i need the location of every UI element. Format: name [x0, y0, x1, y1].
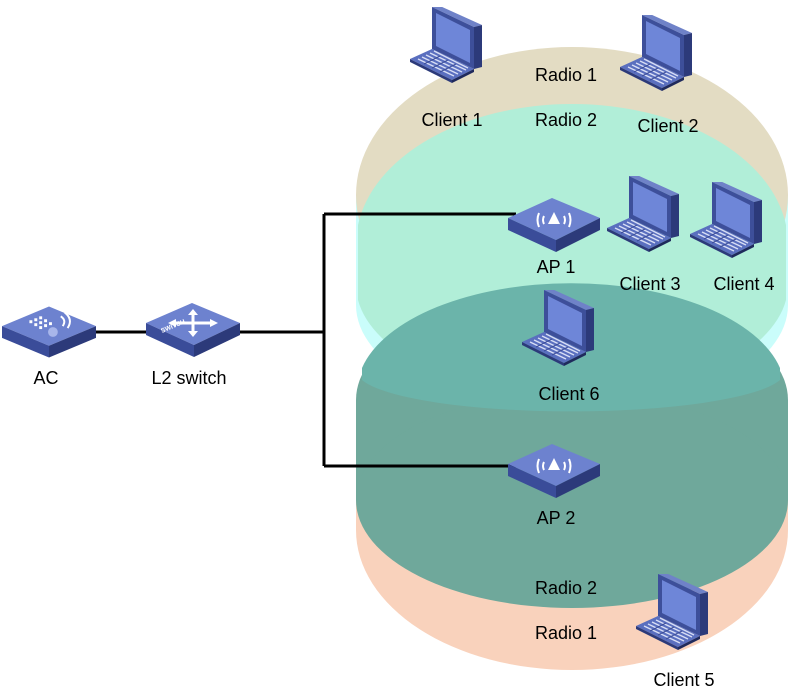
- client2-label: Client 2: [637, 116, 698, 136]
- access-controller-icon: [2, 306, 96, 358]
- ap2-radio2-label: Radio 2: [535, 578, 597, 598]
- ap1-radio2-label: Radio 2: [535, 110, 597, 130]
- client3-label: Client 3: [619, 274, 680, 294]
- client4-label: Client 4: [713, 274, 774, 294]
- client1-label: Client 1: [421, 110, 482, 130]
- switch-label: L2 switch: [151, 368, 226, 388]
- ac-label: AC: [33, 368, 58, 388]
- ap2-label: AP 2: [537, 508, 576, 528]
- client6-label: Client 6: [538, 384, 599, 404]
- ap1-label: AP 1: [537, 257, 576, 277]
- client1-laptop-icon: [410, 7, 483, 83]
- ap1-radio1-label: Radio 1: [535, 65, 597, 85]
- wiring: [92, 212, 516, 468]
- client5-label: Client 5: [653, 670, 714, 690]
- ap2-radio1-label: Radio 1: [535, 623, 597, 643]
